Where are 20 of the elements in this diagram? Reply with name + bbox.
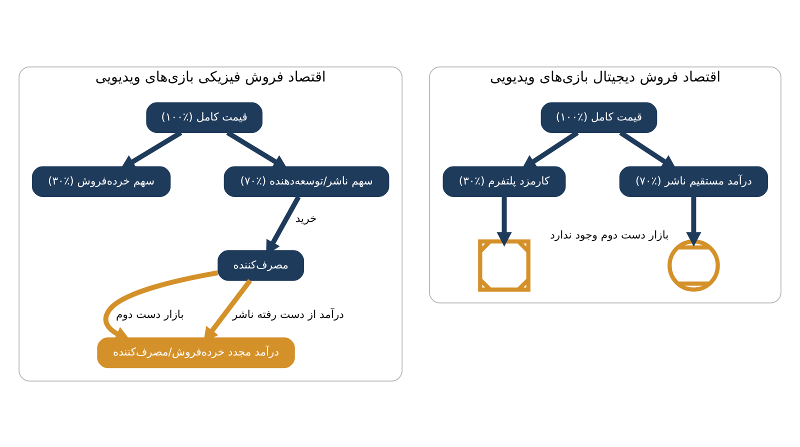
node-box: درآمد مجدد خرده‌فروش/مصرف‌کننده	[97, 336, 295, 368]
edge-label: خرید	[295, 211, 317, 224]
arrow	[496, 196, 512, 246]
arrow	[103, 270, 218, 340]
node-box: مصرف‌کننده	[218, 250, 304, 280]
edge-label: بازار دست دوم	[116, 308, 184, 321]
node-box: کارمزد پلتفرم (٪۳۰)	[442, 166, 566, 196]
node-box: قیمت کامل (٪۱۰۰)	[540, 102, 658, 133]
node-box: درآمد مستقیم ناشر (٪۷۰)	[619, 166, 768, 196]
edge-label: درآمد از دست رفته ناشر	[232, 308, 344, 321]
node-label: بازار دست دوم وجود ندارد	[550, 228, 669, 241]
node-box: سهم ناشر/توسعه‌دهنده (٪۷۰)	[224, 166, 390, 196]
arrow	[226, 130, 288, 169]
node-box: قیمت کامل (٪۱۰۰)	[146, 102, 262, 133]
arrow	[619, 130, 676, 169]
node-circle	[668, 238, 720, 292]
arrow	[522, 130, 579, 169]
arrow	[686, 196, 702, 246]
arrow	[120, 130, 182, 169]
node-box: سهم خرده‌فروش (٪۳۰)	[32, 166, 171, 196]
